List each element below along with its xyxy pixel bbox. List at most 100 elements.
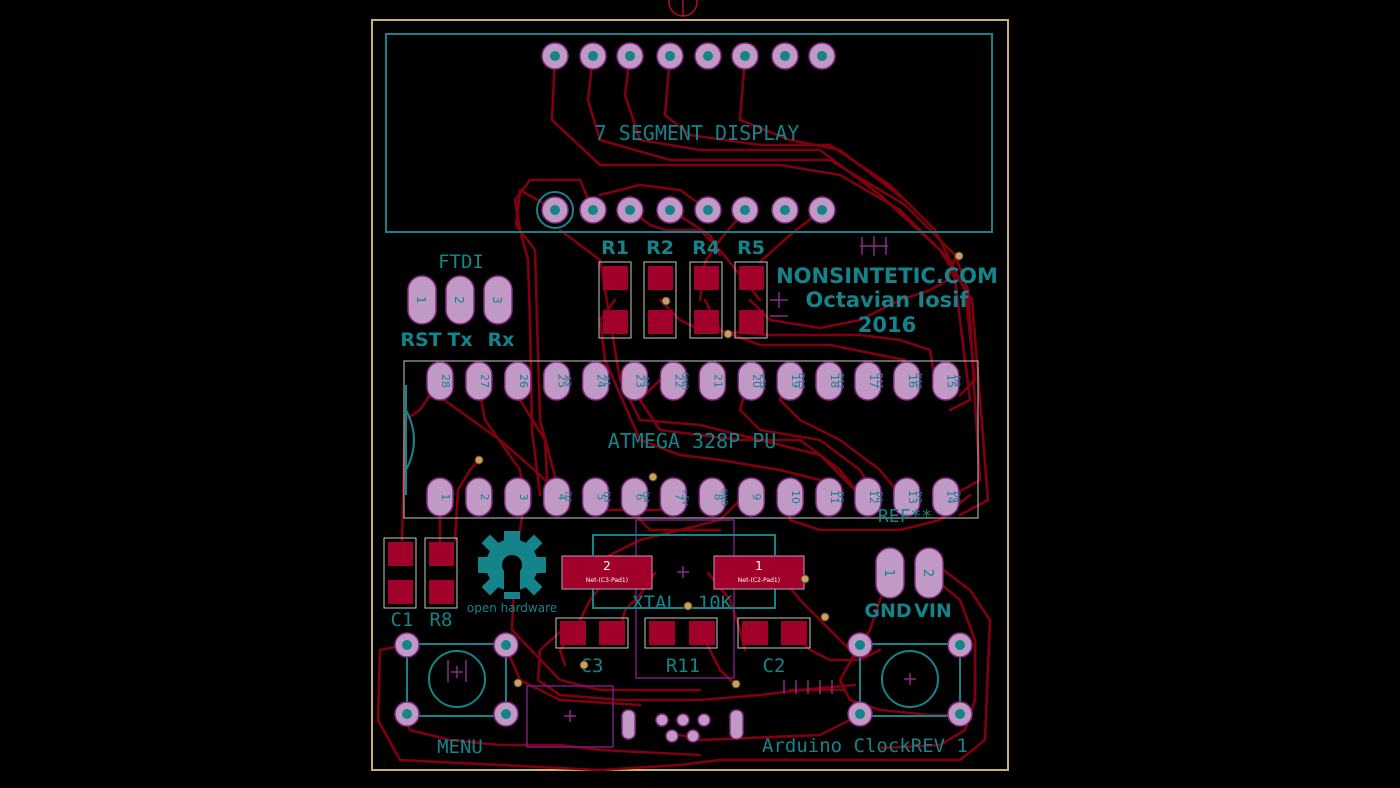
usb-connector[interactable] xyxy=(526,685,744,748)
anchor-markers xyxy=(447,236,916,722)
atmega-pin-number: 15 xyxy=(945,374,958,388)
ftdi-header[interactable]: FTDI 1 2 3 RST Tx Rx xyxy=(400,251,514,351)
atmega-pin-17[interactable] xyxy=(854,361,882,401)
atmega-pin-24[interactable] xyxy=(581,361,610,401)
atmega-pin-20[interactable] xyxy=(737,361,765,401)
atmega-pin-27[interactable] xyxy=(465,361,493,401)
ftdi-pin-3: 3 xyxy=(490,296,504,304)
atmega-pin-8[interactable] xyxy=(698,477,727,517)
display-label: 7 SEGMENT DISPLAY xyxy=(595,121,800,145)
atmega-pin-number: 23 xyxy=(634,374,647,388)
atmega-pin-16[interactable] xyxy=(893,361,921,401)
atmega-pin-number: 19 xyxy=(789,374,802,388)
capacitor-c1[interactable] xyxy=(383,537,417,609)
display-pin1-marker xyxy=(536,191,574,229)
c1-r8-group[interactable]: C1 R8 xyxy=(383,537,458,631)
website-text: NONSINTETIC.COM xyxy=(776,264,998,288)
atmega-pin-11[interactable] xyxy=(815,477,843,517)
ref-label: REF** xyxy=(878,506,932,527)
atmega-pin-5[interactable] xyxy=(581,477,610,517)
power-pin-2: 2 xyxy=(920,569,935,577)
display-drill-holes xyxy=(550,51,827,215)
atmega-pin-26[interactable] xyxy=(504,361,532,401)
atmega-pin-signal-label: D7 xyxy=(914,491,923,502)
atmega-pin-13[interactable] xyxy=(893,477,921,517)
atmega-pin-9[interactable] xyxy=(737,477,765,517)
ref-c2: C2 xyxy=(763,655,786,677)
power-header[interactable]: 1 2 GND VIN xyxy=(864,547,952,622)
power-pad-1[interactable] xyxy=(875,547,905,599)
display-top-pads xyxy=(541,42,836,70)
atmega-pin-number: 13 xyxy=(906,490,919,504)
atmega-pin-signal-label: D2 xyxy=(564,491,573,502)
atmega-pin-10[interactable] xyxy=(776,477,804,517)
atmega-pin-signal-label: GND xyxy=(680,372,689,390)
atmega-pin-25[interactable] xyxy=(542,361,571,401)
atmega-pin-2[interactable] xyxy=(465,477,493,517)
atmega-pin-number: 9 xyxy=(750,494,763,501)
resistor-r4[interactable] xyxy=(689,261,723,339)
resistor-footprints[interactable] xyxy=(598,261,768,339)
ftdi-pad-1[interactable] xyxy=(407,275,437,325)
resistor-r11[interactable] xyxy=(644,617,718,649)
open-hardware-logo: open hardware xyxy=(467,531,557,615)
author-name: Octavian Iosif xyxy=(806,288,970,312)
capacitor-c3[interactable] xyxy=(555,617,629,649)
atmega-pin-15[interactable] xyxy=(931,361,960,401)
atmega-body-silk xyxy=(405,385,415,495)
power-pin-1: 1 xyxy=(881,569,896,577)
xtal-pad-2-net: Net-(C3-Pad1) xyxy=(586,577,628,584)
atmega-pin-7[interactable] xyxy=(659,477,688,517)
atmega-pin-number: 1 xyxy=(439,494,452,501)
atmega-pin-28[interactable] xyxy=(426,361,454,401)
power-pad-2[interactable] xyxy=(914,547,944,599)
atmega-pin-14[interactable] xyxy=(931,477,960,517)
atmega-pin-23[interactable] xyxy=(620,361,649,401)
ftdi-pad-2[interactable] xyxy=(445,275,475,325)
atmega-pin-signal-label: D13 xyxy=(797,373,806,389)
atmega-pin-21[interactable] xyxy=(698,361,727,401)
atmega-pin-4[interactable] xyxy=(542,477,571,517)
atmega-pin-6[interactable] xyxy=(620,477,649,517)
atmega-pin-3[interactable] xyxy=(504,477,532,517)
atmega-pin-number: 20 xyxy=(750,374,763,388)
atmega-pin-19[interactable] xyxy=(776,361,804,401)
atmega-pin-number: 2 xyxy=(478,494,491,501)
atmega-pin-12[interactable] xyxy=(854,477,882,517)
tx-label: Tx xyxy=(447,329,472,351)
atmega-pin-18[interactable] xyxy=(815,361,843,401)
right-switch[interactable] xyxy=(847,632,973,727)
author-block: NONSINTETIC.COM Octavian Iosif 2016 xyxy=(776,264,998,337)
atmega-pin-number: 17 xyxy=(867,374,880,388)
gnd-label: GND xyxy=(864,600,911,622)
ref-r2: R2 xyxy=(646,237,674,259)
atmega-pin-number: 21 xyxy=(711,374,724,388)
usb-courtyard xyxy=(526,685,614,748)
atmega-pin-1[interactable] xyxy=(426,477,454,517)
capacitor-c2[interactable] xyxy=(737,617,811,649)
atmega-pin-signal-label: D9 xyxy=(953,375,962,386)
xtal-pad-2[interactable]: 2 Net-(C3-Pad1) xyxy=(561,555,653,590)
atmega-pin-number: 25 xyxy=(556,374,569,388)
xtal[interactable]: 2 Net-(C3-Pad1) 1 Net-(C2-Pad1) XTAL 10K xyxy=(561,519,805,679)
atmega-pin-number: 7 xyxy=(672,494,685,501)
ftdi-pad-3[interactable] xyxy=(483,275,513,325)
ref-r1: R1 xyxy=(601,237,629,259)
ref-r11: R11 xyxy=(666,655,700,677)
ref-c3: C3 xyxy=(581,655,604,677)
xtal-pad-1[interactable]: 1 Net-(C2-Pad1) xyxy=(713,555,805,590)
xtal-label: XTAL xyxy=(632,592,678,614)
menu-switch[interactable]: MENU xyxy=(394,632,519,758)
resistor-r2[interactable] xyxy=(643,261,677,339)
resistor-r5[interactable] xyxy=(734,261,768,339)
atmega-pin-number: 24 xyxy=(595,374,608,388)
resistor-r1[interactable] xyxy=(598,261,632,339)
atmega-pin-22[interactable] xyxy=(659,361,688,401)
resistor-r8[interactable] xyxy=(424,537,458,609)
seven-segment-display[interactable]: 7 SEGMENT DISPLAY xyxy=(385,33,993,233)
lower-smd-row[interactable]: C3 R11 C2 xyxy=(555,617,811,677)
